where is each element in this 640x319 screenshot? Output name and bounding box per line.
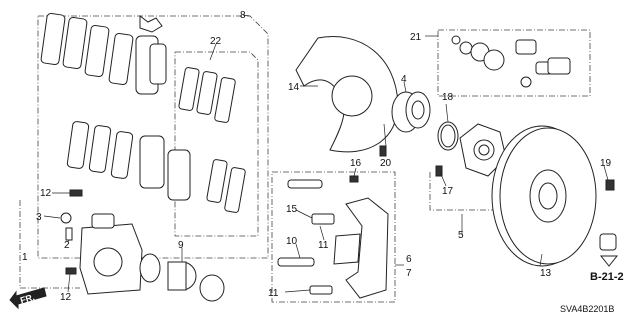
label-12b: 12 [60, 292, 72, 303]
label-3: 3 [36, 212, 42, 223]
pad-kit-box-8 [37, 15, 269, 259]
label-20: 20 [380, 158, 392, 169]
seal-kit-box-21 [437, 29, 591, 97]
label-10: 10 [286, 236, 298, 247]
label-13: 13 [540, 268, 552, 279]
label-11a: 11 [318, 240, 329, 251]
label-5: 5 [458, 230, 464, 241]
slide-pins [277, 145, 443, 295]
label-14: 14 [288, 82, 300, 93]
leader-lines [43, 14, 609, 293]
pad-group-22 [178, 67, 246, 213]
label-8: 8 [240, 10, 246, 21]
label-15: 15 [286, 204, 298, 215]
piston-seal [139, 253, 225, 302]
pad-group-lower [66, 121, 191, 201]
caliper-box-1 [19, 200, 80, 289]
pad-shims-group [40, 13, 167, 95]
hub-flange [459, 123, 507, 177]
fr-label: FR. [19, 292, 36, 306]
label-9: 9 [178, 240, 184, 251]
caliper-bracket [333, 197, 389, 299]
label-2: 2 [64, 240, 70, 251]
brake-disc [491, 125, 597, 267]
label-11b: 11 [268, 288, 279, 299]
label-17: 17 [442, 186, 454, 197]
label-12a: 12 [40, 188, 52, 199]
label-7: 7 [406, 268, 412, 279]
snap-ring [437, 121, 459, 151]
reference-label: B-21-2 [590, 271, 624, 283]
caliper-body [79, 213, 143, 295]
disc-screw-and-nut [599, 179, 617, 251]
pad-box-22 [174, 51, 259, 237]
wheel-bearing [391, 91, 431, 133]
bracket-box-6-7 [271, 171, 396, 303]
label-19: 19 [600, 158, 612, 169]
seal-kit [451, 35, 571, 88]
label-18: 18 [442, 92, 454, 103]
label-22: 22 [210, 36, 222, 47]
hub-box-5 [429, 172, 505, 211]
splash-shield [295, 36, 399, 153]
label-1: 1 [22, 252, 28, 263]
bleeder-and-bolts [60, 189, 83, 275]
reference-callout: B-21-2 [590, 255, 624, 283]
label-16: 16 [350, 158, 362, 169]
label-21: 21 [410, 32, 422, 43]
diagram-code: SVA4B2201B [560, 304, 614, 314]
front-direction-arrow: FR. [9, 287, 47, 310]
label-4: 4 [401, 74, 407, 85]
label-6: 6 [406, 254, 412, 265]
